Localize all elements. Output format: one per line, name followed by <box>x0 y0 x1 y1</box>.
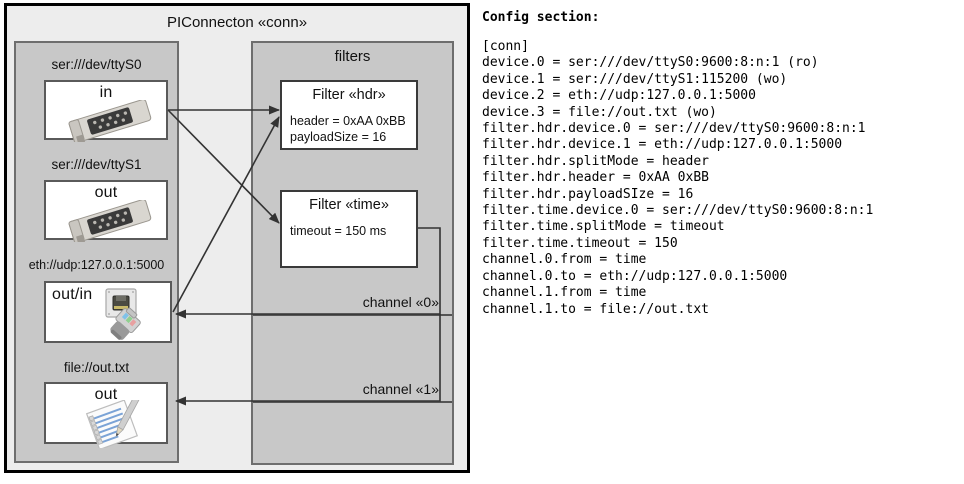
config-heading: Config section: <box>482 10 600 25</box>
config-section: Config section: [conn] device.0 = ser://… <box>482 6 960 318</box>
ethernet-jack-icon <box>105 288 141 340</box>
serial-port-icon <box>68 200 152 242</box>
device-direction-ttys1: out <box>94 184 118 201</box>
config-body: [conn] device.0 = ser:///dev/ttyS0:9600:… <box>482 39 874 317</box>
channel-label-1: channel «1» <box>362 381 439 397</box>
channel-divider-1 <box>253 401 452 403</box>
filter-title-time: Filter «time» <box>309 197 389 213</box>
filter-box-time[interactable]: Filter «time» timeout = 150 ms <box>280 190 418 268</box>
device-box-eth[interactable]: out/in <box>44 281 172 343</box>
device-direction-eth: out/in <box>52 286 93 303</box>
text-file-icon <box>85 400 141 448</box>
device-direction-ttys0: in <box>99 84 113 101</box>
filters-panel-title: filters <box>334 48 371 65</box>
device-label-eth: eth://udp:127.0.0.1:5000 <box>28 258 165 272</box>
device-box-ttys1[interactable]: out <box>44 180 168 242</box>
filter-props-hdr: header = 0xAA 0xBB payloadSize = 16 <box>290 114 406 144</box>
filter-title-hdr: Filter «hdr» <box>312 87 386 103</box>
device-label-ttys0: ser:///dev/ttyS0 <box>51 57 142 72</box>
channel-label-0: channel «0» <box>362 294 439 310</box>
filter-props-time: timeout = 150 ms <box>290 224 387 238</box>
device-direction-file: out <box>94 386 118 403</box>
device-box-ttys0[interactable]: in <box>44 80 168 142</box>
diagram-title: PIConnecton «conn» <box>166 14 308 31</box>
filter-box-hdr[interactable]: Filter «hdr» header = 0xAA 0xBB payloadS… <box>280 80 418 150</box>
serial-port-icon <box>68 100 152 142</box>
device-label-file: file://out.txt <box>63 360 130 375</box>
device-box-file[interactable]: out <box>44 382 168 448</box>
device-label-ttys1: ser:///dev/ttyS1 <box>51 157 142 172</box>
channel-divider-0 <box>253 314 452 316</box>
